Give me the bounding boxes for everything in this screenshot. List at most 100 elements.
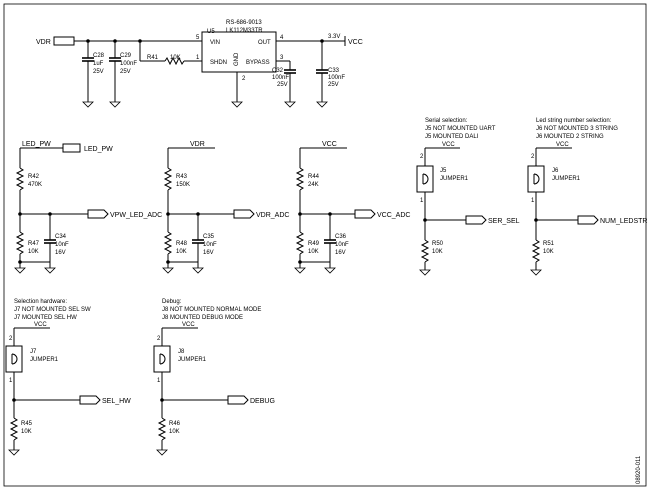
r42-ref: R42 bbox=[28, 174, 40, 180]
ground-icon bbox=[109, 95, 121, 108]
pin-out-label: OUT bbox=[258, 40, 271, 46]
j8-note-1: J8 NOT MOUNTED NORMAL MODE bbox=[162, 307, 261, 313]
j7-note-1: J7 NOT MOUNTED SEL SW bbox=[14, 307, 91, 313]
regulator-ref: U5 bbox=[207, 29, 215, 35]
c35-value: 10nF bbox=[203, 242, 217, 248]
regulator-part-number: RS-686-9013 bbox=[226, 20, 262, 26]
led-pw-port bbox=[62, 143, 81, 153]
r42-value: 470K bbox=[28, 182, 42, 188]
j8-pin-1: 1 bbox=[157, 378, 161, 384]
jumper-j8-section: Debug: J8 NOT MOUNTED NORMAL MODE J8 MOU… bbox=[153, 299, 275, 456]
r50-value: 10K bbox=[432, 249, 443, 255]
j7-pin-1: 1 bbox=[9, 378, 13, 384]
jumper-j5-body bbox=[416, 165, 434, 193]
sel-hw-port bbox=[79, 395, 101, 405]
sel-hw-label: SEL_HW bbox=[102, 398, 131, 405]
j5-note-2: J5 MOUNTED DALI bbox=[425, 134, 479, 140]
resistor-r50-symbol bbox=[421, 239, 429, 263]
pin-shdn-label: SHDN bbox=[210, 60, 227, 66]
c28-value: 1uF bbox=[93, 61, 104, 67]
c29-ref: C29 bbox=[120, 53, 132, 59]
c33-ref: C33 bbox=[328, 68, 340, 74]
r50-ref: R50 bbox=[432, 241, 444, 247]
jumper-j7-section: Selection hardware: J7 NOT MOUNTED SEL S… bbox=[5, 299, 131, 456]
jumper-j5-section: Serial selection: J5 NOT MOUNTED UART J5… bbox=[416, 118, 520, 276]
j8-note-2: J8 MOUNTED DEBUG MODE bbox=[162, 315, 243, 321]
ground-icon bbox=[284, 95, 296, 108]
vpw-led-adc-label: VPW_LED_ADC bbox=[110, 212, 162, 219]
jumper-j6-body bbox=[527, 165, 545, 193]
r49-ref: R49 bbox=[308, 241, 320, 247]
ground-icon bbox=[294, 261, 306, 274]
figure-id: 08920-011 bbox=[636, 455, 642, 484]
c29-value: 100nF bbox=[120, 61, 137, 67]
divider-top-net: VDR bbox=[190, 141, 205, 148]
ground-icon bbox=[156, 443, 168, 456]
j8-type: JUMPER1 bbox=[178, 357, 207, 363]
ground-icon bbox=[82, 95, 94, 108]
c33-value: 100nF bbox=[328, 75, 345, 81]
r51-value: 10K bbox=[543, 249, 554, 255]
c28-voltage: 25V bbox=[93, 69, 104, 75]
ground-icon bbox=[316, 95, 328, 108]
ground-icon bbox=[324, 261, 336, 274]
c33-voltage: 25V bbox=[328, 82, 339, 88]
pin-num-vin: 5 bbox=[196, 35, 200, 41]
pin-num-shdn: 1 bbox=[196, 55, 200, 61]
ground-icon bbox=[44, 261, 56, 274]
r49-value: 10K bbox=[308, 249, 319, 255]
c28-ref: C28 bbox=[93, 53, 105, 59]
j6-ref: J6 bbox=[552, 168, 559, 174]
j8-pin-2: 2 bbox=[157, 336, 161, 342]
j7-type: JUMPER1 bbox=[30, 357, 59, 363]
j5-note-1: J5 NOT MOUNTED UART bbox=[425, 126, 496, 132]
j8-title: Debug: bbox=[162, 299, 182, 305]
resistor-r45-symbol bbox=[10, 417, 18, 441]
c36-voltage: 16V bbox=[335, 250, 346, 256]
resistor-r47-symbol bbox=[16, 231, 24, 255]
debug-port bbox=[227, 395, 249, 405]
c32-value: 100nF bbox=[272, 75, 289, 81]
j6-pin-1: 1 bbox=[531, 198, 535, 204]
resistor-r48-symbol bbox=[164, 231, 172, 255]
c32-ref: C32 bbox=[272, 68, 284, 74]
j6-type: JUMPER1 bbox=[552, 176, 581, 182]
r41-value: 10K bbox=[170, 55, 181, 61]
r47-value: 10K bbox=[28, 249, 39, 255]
num-ledstr-port bbox=[577, 215, 599, 225]
vdr-adc-port bbox=[233, 209, 255, 219]
jumper-j6-section: Led string number selection: J6 NOT MOUN… bbox=[527, 118, 647, 276]
pin-vin-label: VIN bbox=[210, 40, 220, 46]
j7-supply: VCC bbox=[34, 322, 47, 328]
resistor-r41-symbol bbox=[164, 56, 185, 66]
c36-value: 10nF bbox=[335, 242, 349, 248]
j5-type: JUMPER1 bbox=[440, 176, 469, 182]
ground-icon bbox=[162, 261, 174, 274]
jumper-j8-body bbox=[153, 345, 171, 373]
output-voltage-label: 3.3V bbox=[328, 34, 340, 40]
divider-vdr: VDR R43 150K VDR_ADC C35 10nF 16V R48 10… bbox=[162, 141, 289, 274]
pin-num-out: 4 bbox=[280, 35, 284, 41]
ser-sel-label: SER_SEL bbox=[488, 218, 520, 225]
divider-top-net: LED_PW bbox=[22, 141, 51, 148]
ser-sel-port bbox=[465, 215, 487, 225]
divider-top-net: VCC bbox=[322, 141, 337, 148]
c32-voltage: 25V bbox=[277, 82, 288, 88]
j5-pin-1: 1 bbox=[420, 198, 424, 204]
capacitor-c33-symbol bbox=[315, 69, 329, 74]
r43-value: 150K bbox=[176, 182, 190, 188]
vdr-input-port bbox=[53, 36, 75, 46]
num-ledstr-label: NUM_LEDSTR bbox=[600, 218, 647, 225]
pin-num-bypass: 3 bbox=[280, 55, 284, 61]
pin-bypass-label: BYPASS bbox=[246, 60, 270, 66]
j6-pin-2: 2 bbox=[531, 154, 535, 160]
vcc-adc-port bbox=[354, 209, 376, 219]
divider-led-pw: LED_PW LED_PW R42 470K VPW_LED_ADC C34 1… bbox=[14, 141, 162, 274]
c34-ref: C34 bbox=[55, 234, 67, 240]
j8-supply: VCC bbox=[182, 322, 195, 328]
r44-ref: R44 bbox=[308, 174, 320, 180]
ground-icon bbox=[8, 443, 20, 456]
r47-ref: R47 bbox=[28, 241, 40, 247]
j6-note-2: J6 MOUNTED 2 STRING bbox=[536, 134, 604, 140]
c34-value: 10nF bbox=[55, 242, 69, 248]
